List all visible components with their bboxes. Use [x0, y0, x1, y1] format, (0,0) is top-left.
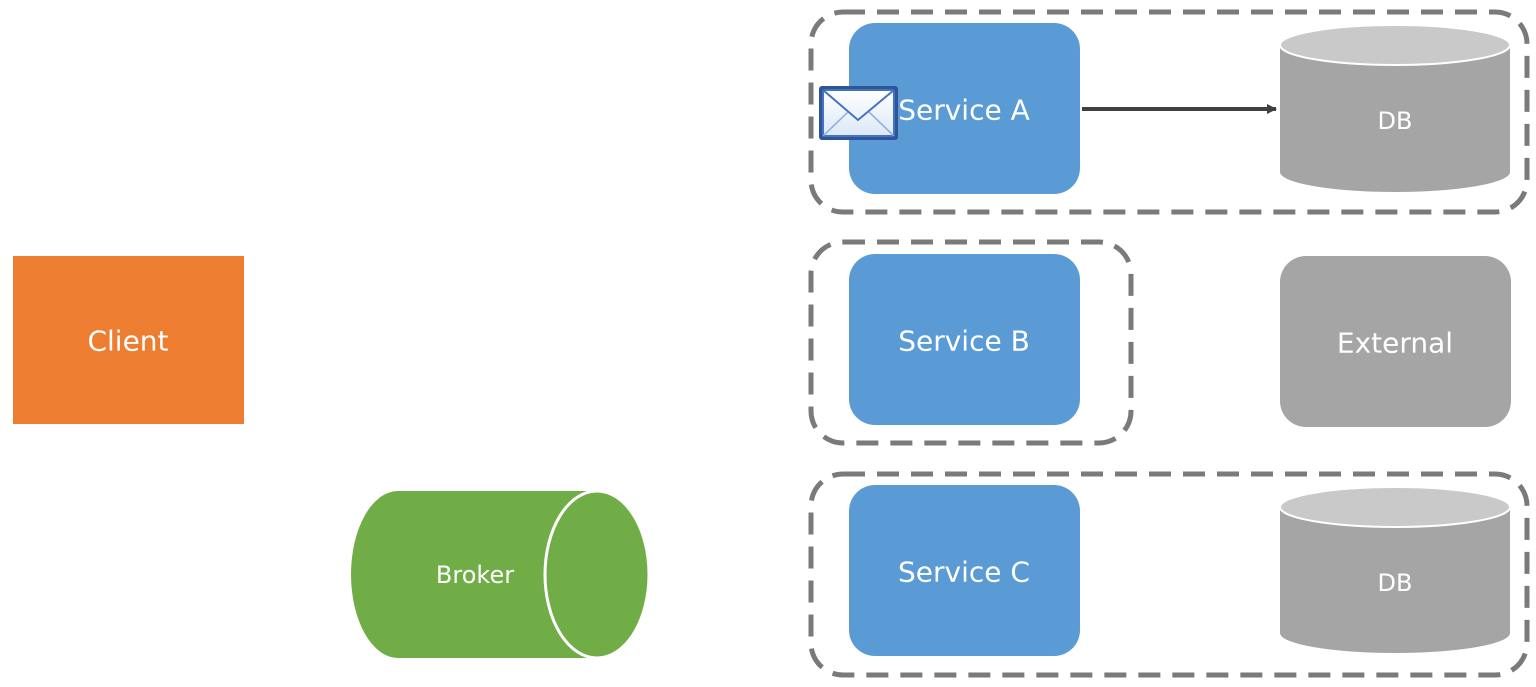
db-c-node: DB	[1279, 486, 1511, 653]
service-b-boundary	[808, 239, 1134, 446]
service-a-node: Service A	[849, 23, 1080, 194]
external-label: External	[1337, 327, 1453, 360]
db-a-node: DB	[1279, 24, 1511, 192]
broker-label: Broker	[436, 561, 514, 589]
service-a-box	[849, 23, 1080, 194]
service-c-box	[849, 485, 1080, 656]
db-c-body	[1280, 507, 1510, 653]
service-c-node: Service C	[849, 485, 1080, 656]
db-a-top	[1279, 24, 1511, 66]
client-label: Client	[87, 325, 168, 358]
client-box	[13, 256, 244, 424]
service-b-box	[849, 254, 1080, 425]
db-c-top	[1279, 486, 1511, 528]
service-b-label: Service B	[898, 325, 1030, 358]
broker-node: Broker	[351, 489, 651, 660]
broker-end-cap	[543, 489, 651, 660]
service-c-boundary	[808, 471, 1530, 678]
db-a-label: DB	[1378, 107, 1413, 135]
envelope-icon	[819, 86, 898, 140]
service-c-label: Service C	[898, 556, 1030, 589]
service-b-node: Service B	[849, 254, 1080, 425]
external-node: External	[1280, 256, 1511, 427]
service-a-label: Service A	[898, 94, 1030, 127]
db-a-body	[1280, 45, 1510, 192]
client-node: Client	[13, 256, 244, 424]
external-box	[1280, 256, 1511, 427]
db-c-label: DB	[1378, 569, 1413, 597]
service-a-boundary	[808, 9, 1530, 215]
